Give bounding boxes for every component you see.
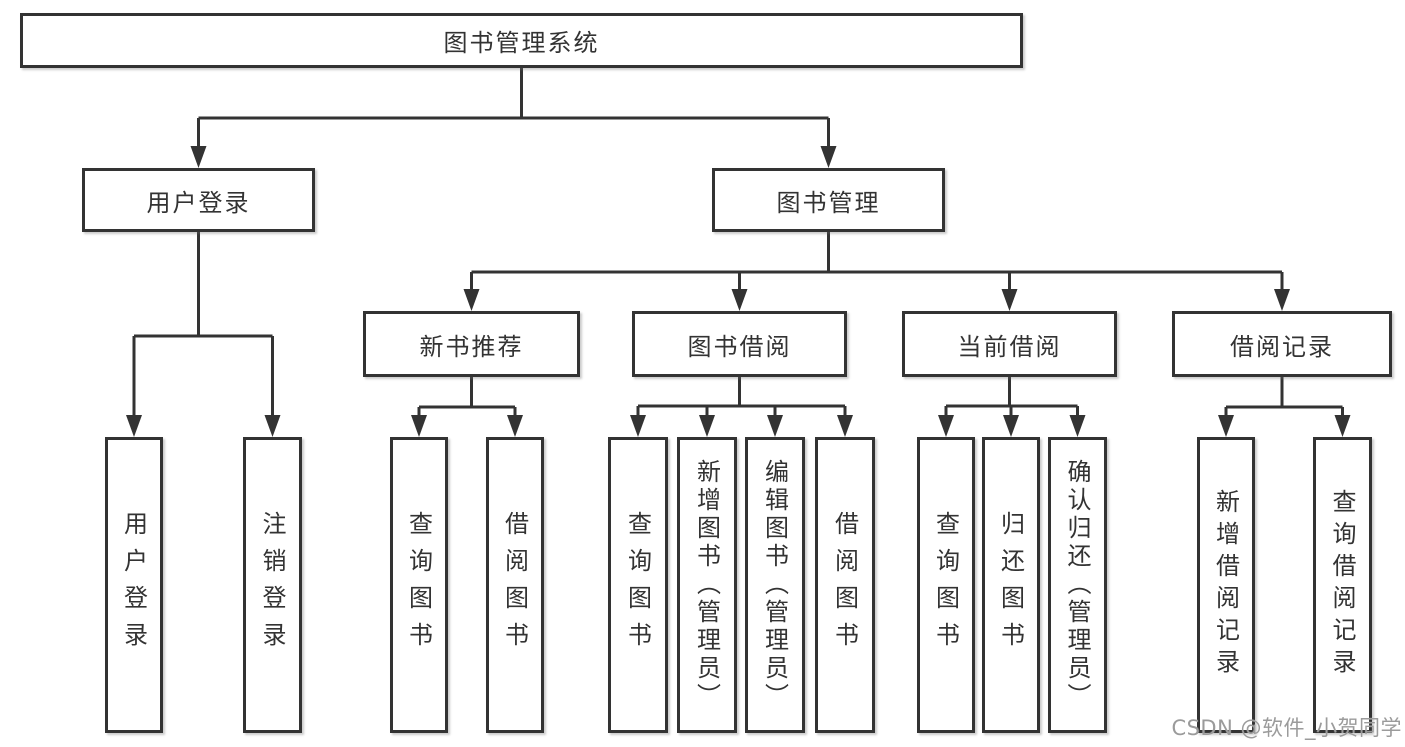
- connector-user-login-children: [126, 232, 281, 437]
- connector-book-borrowing-children: [630, 377, 853, 437]
- connector-new-book-recommend-children: [411, 377, 523, 437]
- leaf-query-books-current: 查询图书: [917, 437, 975, 733]
- connector-borrowing-records-children: [1218, 377, 1351, 437]
- connector-current-borrowing-children: [938, 377, 1086, 437]
- leaf-borrow-books-recommend: 借阅图书: [486, 437, 544, 733]
- connector-root-to-level2: [190, 68, 837, 168]
- leaf-logout-login: 注销登录: [243, 437, 302, 733]
- node-book-borrowing: 图书借阅: [632, 311, 847, 377]
- leaf-edit-book-admin: 编辑图书（管理员）: [745, 437, 805, 733]
- watermark: CSDN @软件_小贺同学: [1171, 716, 1402, 740]
- node-current-borrowing: 当前借阅: [902, 311, 1117, 377]
- connector-book-management-children: [463, 232, 1290, 311]
- leaf-borrow-books-borrowing: 借阅图书: [815, 437, 875, 733]
- leaf-add-book-admin: 新增图书（管理员）: [677, 437, 737, 733]
- node-root: 图书管理系统: [20, 13, 1023, 68]
- leaf-confirm-return-admin: 确认归还（管理员）: [1048, 437, 1107, 733]
- leaf-return-books: 归还图书: [982, 437, 1040, 733]
- node-book-management: 图书管理: [712, 168, 945, 232]
- leaf-query-books-borrowing: 查询图书: [608, 437, 668, 733]
- leaf-query-books-recommend: 查询图书: [390, 437, 448, 733]
- leaf-add-borrow-record: 新增借阅记录: [1197, 437, 1255, 733]
- leaf-user-login: 用户登录: [105, 437, 163, 733]
- node-user-login: 用户登录: [82, 168, 315, 232]
- node-new-book-recommend: 新书推荐: [363, 311, 580, 377]
- leaf-query-borrow-record: 查询借阅记录: [1313, 437, 1372, 733]
- node-borrowing-records: 借阅记录: [1172, 311, 1392, 377]
